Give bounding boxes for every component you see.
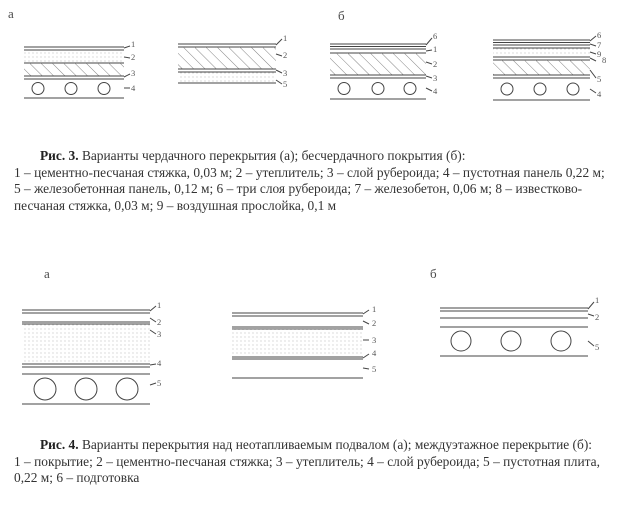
fig3-b2-label-6: 6 (597, 30, 601, 40)
fig4-a2-label-5: 5 (372, 364, 376, 374)
fig3-legend: 1 – цементно-песчаная стяжка, 0,03 м; 2 … (14, 164, 605, 213)
fig4-caption: Рис. 4. Варианты перекрытия над неотапли… (14, 437, 614, 487)
fig3-caption-title-line: Рис. 3. Варианты чердачного перекрытия (… (14, 148, 614, 165)
fig4-b-label-1: 1 (595, 295, 599, 305)
fig4-a1-label-5: 5 (157, 378, 161, 388)
fig3-a1-label-1: 1 (131, 39, 135, 49)
fig3-b2-label-8: 8 (602, 55, 606, 65)
fig4-a1-label-1: 1 (157, 300, 161, 310)
fig3-b1-label-1: 1 (433, 44, 437, 54)
fig3-b1-label-2: 2 (433, 59, 437, 69)
fig3-a2-label-2: 2 (283, 50, 287, 60)
fig4-diagram-a1 (22, 305, 157, 405)
fig3-a1-label-2: 2 (131, 52, 135, 62)
fig4-legend: 1 – покрытие; 2 – цементно-песчаная стяж… (14, 453, 600, 486)
fig3-b2-label-4: 4 (597, 89, 602, 99)
fig3-diagram-b1 (330, 37, 433, 100)
fig3-b2-label-7: 7 (597, 40, 601, 50)
fig3-b1-label-4: 4 (433, 86, 438, 96)
fig3-b1-label-6: 6 (433, 31, 437, 41)
fig3-caption-title: Варианты чердачного перекрытия (а); бесч… (81, 148, 466, 163)
fig3-a2-label-5: 5 (283, 79, 287, 89)
fig4-panel-a-letter: а (44, 266, 50, 281)
fig4-caption-label: Рис. 4. (40, 437, 79, 452)
fig3-diagram-a1 (24, 45, 131, 99)
fig3-a1-label-3: 3 (131, 68, 135, 78)
fig4-diagram-b (440, 301, 595, 357)
fig3-diagram-a2 (178, 38, 283, 85)
fig3-caption-label: Рис. 3. (40, 148, 79, 163)
fig4-diagram-a2 (232, 309, 370, 379)
fig3-a2-label-1: 1 (283, 33, 287, 43)
fig4-a1-label-4: 4 (157, 358, 162, 368)
fig3-diagram-b2 (493, 35, 597, 101)
fig3-panel-b-letter: б (338, 8, 345, 23)
fig4-b-label-5: 5 (595, 342, 599, 352)
fig4-caption-title: Варианты перекрытия над неотапливаемым п… (81, 437, 592, 452)
fig3-a1-label-4: 4 (131, 83, 136, 93)
fig4-caption-title-line: Рис. 4. Варианты перекрытия над неотапли… (14, 437, 614, 454)
fig4-b-label-2: 2 (595, 312, 599, 322)
fig4-a2-label-2: 2 (372, 318, 376, 328)
fig3-caption: Рис. 3. Варианты чердачного перекрытия (… (14, 148, 614, 214)
fig4-a2-label-4: 4 (372, 348, 377, 358)
fig3-panel-a-letter: а (8, 6, 14, 21)
fig3-b2-label-9: 9 (597, 49, 601, 59)
fig4-a2-label-1: 1 (372, 304, 376, 314)
fig3-b2-label-5: 5 (597, 74, 601, 84)
fig4-panel-b-letter: б (430, 266, 437, 281)
fig4-a2-label-3: 3 (372, 335, 376, 345)
fig4-a1-label-3: 3 (157, 329, 161, 339)
fig4-a1-label-2: 2 (157, 317, 161, 327)
fig3-a2-label-3: 3 (283, 68, 287, 78)
fig3-b1-label-3: 3 (433, 73, 437, 83)
